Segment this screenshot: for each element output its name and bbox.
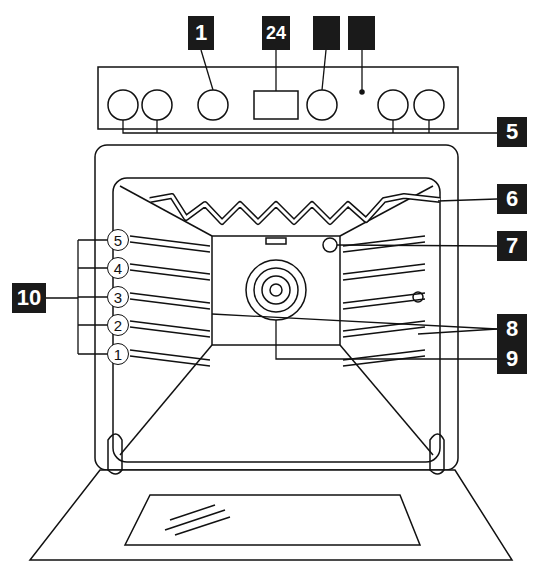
shelf-circle: 3	[107, 286, 129, 308]
callout-number: 9	[506, 348, 518, 370]
shelf-number: 1	[114, 347, 122, 362]
knob	[414, 90, 444, 120]
shelf-circle: 1	[107, 343, 129, 365]
knob	[142, 90, 172, 120]
knob	[198, 90, 228, 120]
callout-number: 6	[506, 188, 518, 210]
shelf-circle: 5	[107, 229, 129, 251]
display	[254, 91, 298, 119]
heating-element	[150, 196, 440, 222]
callout-box: 6	[497, 184, 527, 214]
leader-lines	[45, 50, 497, 359]
hinge	[108, 434, 122, 474]
callout-box	[313, 16, 340, 50]
shelf-number: 5	[114, 233, 122, 248]
shelf-rails	[130, 236, 425, 366]
door-window	[125, 495, 420, 545]
callout-number: 10	[17, 287, 41, 309]
callout-box: 9	[497, 344, 527, 374]
hinge	[430, 434, 444, 474]
shelf-number: 3	[114, 290, 122, 305]
oven-front	[95, 145, 458, 470]
control-panel	[98, 67, 458, 129]
fan	[246, 260, 306, 320]
callout-number: 2	[266, 24, 276, 42]
callout-number: 1	[195, 22, 207, 44]
knob	[307, 90, 337, 120]
callout-box: 7	[497, 231, 527, 261]
callout-number: 4	[276, 24, 286, 42]
callout-box: 10	[12, 283, 46, 313]
callout-number: 5	[506, 121, 518, 143]
knob	[378, 90, 408, 120]
shelf-number: 4	[114, 261, 122, 276]
callout-number: 8	[506, 318, 518, 340]
oven-door	[30, 470, 512, 560]
callout-box	[348, 16, 375, 50]
callout-box: 8	[497, 314, 527, 344]
sensor	[266, 238, 286, 244]
shelf-number: 2	[114, 318, 122, 333]
lamp	[323, 238, 337, 252]
shelf-circle: 4	[107, 257, 129, 279]
callout-box: 5	[497, 117, 527, 147]
callout-box: 1	[188, 16, 214, 50]
shelf-circle: 2	[107, 314, 129, 336]
indicator-dot	[360, 90, 364, 94]
callout-number: 7	[506, 235, 518, 257]
knob	[108, 90, 138, 120]
callout-box: 24	[262, 16, 290, 50]
